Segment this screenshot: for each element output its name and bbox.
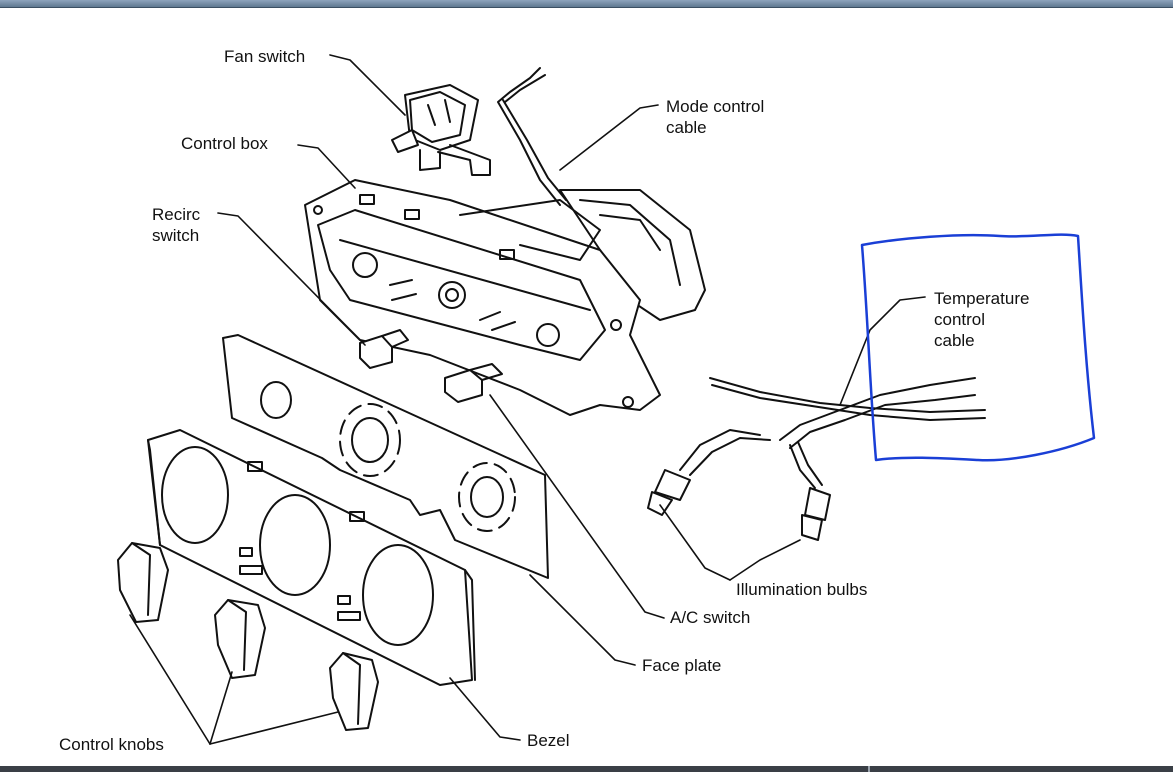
recirc-switch-part [359, 329, 409, 369]
mode-control-cable-part [497, 67, 567, 206]
control-knob-part [329, 652, 379, 731]
bezel-label: Bezel [527, 731, 570, 750]
callout-leader-lines [129, 54, 926, 745]
control-box-part [304, 179, 661, 416]
face-plate-label: Face plate [642, 656, 722, 675]
temperature-control-cable-part [709, 377, 986, 421]
bezel-part [147, 429, 476, 686]
mode-control-cable-label: Mode control cable [666, 97, 765, 137]
ac-switch-part [444, 363, 503, 403]
control-knobs-label: Control knobs [59, 735, 164, 754]
ac-switch-label: A/C switch [670, 608, 751, 627]
control-box-label: Control box [181, 134, 268, 153]
illumination-bulb-wiring [647, 377, 976, 541]
annotation-box [860, 233, 1096, 462]
illumination-bulbs-label: Illumination bulbs [736, 580, 868, 599]
temperature-control-cable-label: Temperature control cable [934, 289, 1030, 350]
status-bar-divider [868, 766, 870, 772]
control-knob-part [214, 599, 266, 679]
control-knob-part [117, 542, 169, 623]
window-title-bar [0, 0, 1173, 8]
fan-switch-part [391, 84, 491, 176]
face-plate-part [222, 334, 549, 579]
mode-actuator-part [559, 189, 706, 321]
window-status-bar [0, 766, 1173, 772]
recirc-switch-label: Recirc switch [152, 205, 201, 245]
fan-switch-label: Fan switch [224, 47, 306, 66]
